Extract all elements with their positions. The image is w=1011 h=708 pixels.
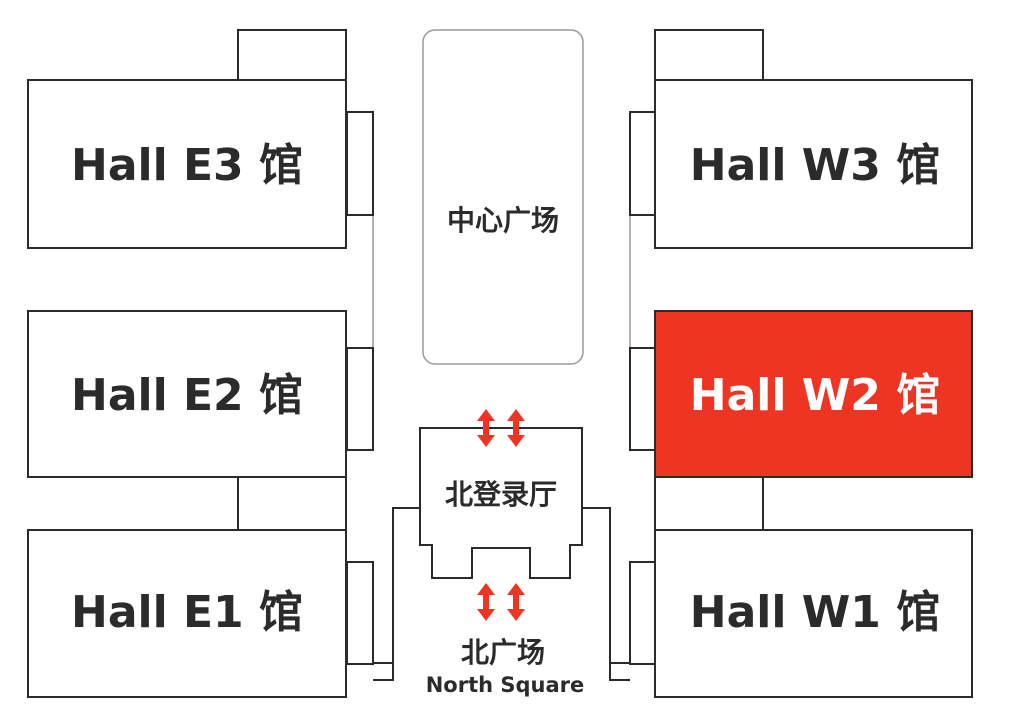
hall-e1[interactable]: Hall E1 馆 <box>27 529 347 698</box>
north-lobby-label: 北登录厅 <box>445 478 557 511</box>
hall-e3[interactable]: Hall E3 馆 <box>27 79 347 249</box>
hall-w1[interactable]: Hall W1 馆 <box>654 529 973 698</box>
north-lobby: 北登录厅 <box>419 427 583 579</box>
north-square-label-cn: 北广场 <box>461 636 545 669</box>
hall-w3-label: Hall W3 馆 <box>690 140 940 191</box>
lobby-bridges <box>373 507 630 681</box>
annex-boxes <box>237 29 764 665</box>
hall-w2-label: Hall W2 馆 <box>690 370 940 421</box>
arrow-icon <box>507 583 525 621</box>
hall-w2[interactable]: Hall W2 馆 <box>654 310 973 478</box>
central-plaza-label: 中心广场 <box>447 204 559 237</box>
hall-e2-label: Hall E2 馆 <box>71 370 303 421</box>
hall-w3[interactable]: Hall W3 馆 <box>654 79 973 249</box>
central-plaza: 中心广场 <box>422 29 584 365</box>
entrance-arrows-bottom <box>477 583 525 621</box>
hall-w1-label: Hall W1 馆 <box>690 587 940 638</box>
corridor-lines <box>372 215 631 348</box>
hall-e3-label: Hall E3 馆 <box>71 140 303 191</box>
hall-e1-label: Hall E1 馆 <box>71 587 303 638</box>
hall-e2[interactable]: Hall E2 馆 <box>27 310 347 478</box>
arrow-icon <box>477 583 495 621</box>
north-square-label-en: North Square <box>426 673 585 697</box>
